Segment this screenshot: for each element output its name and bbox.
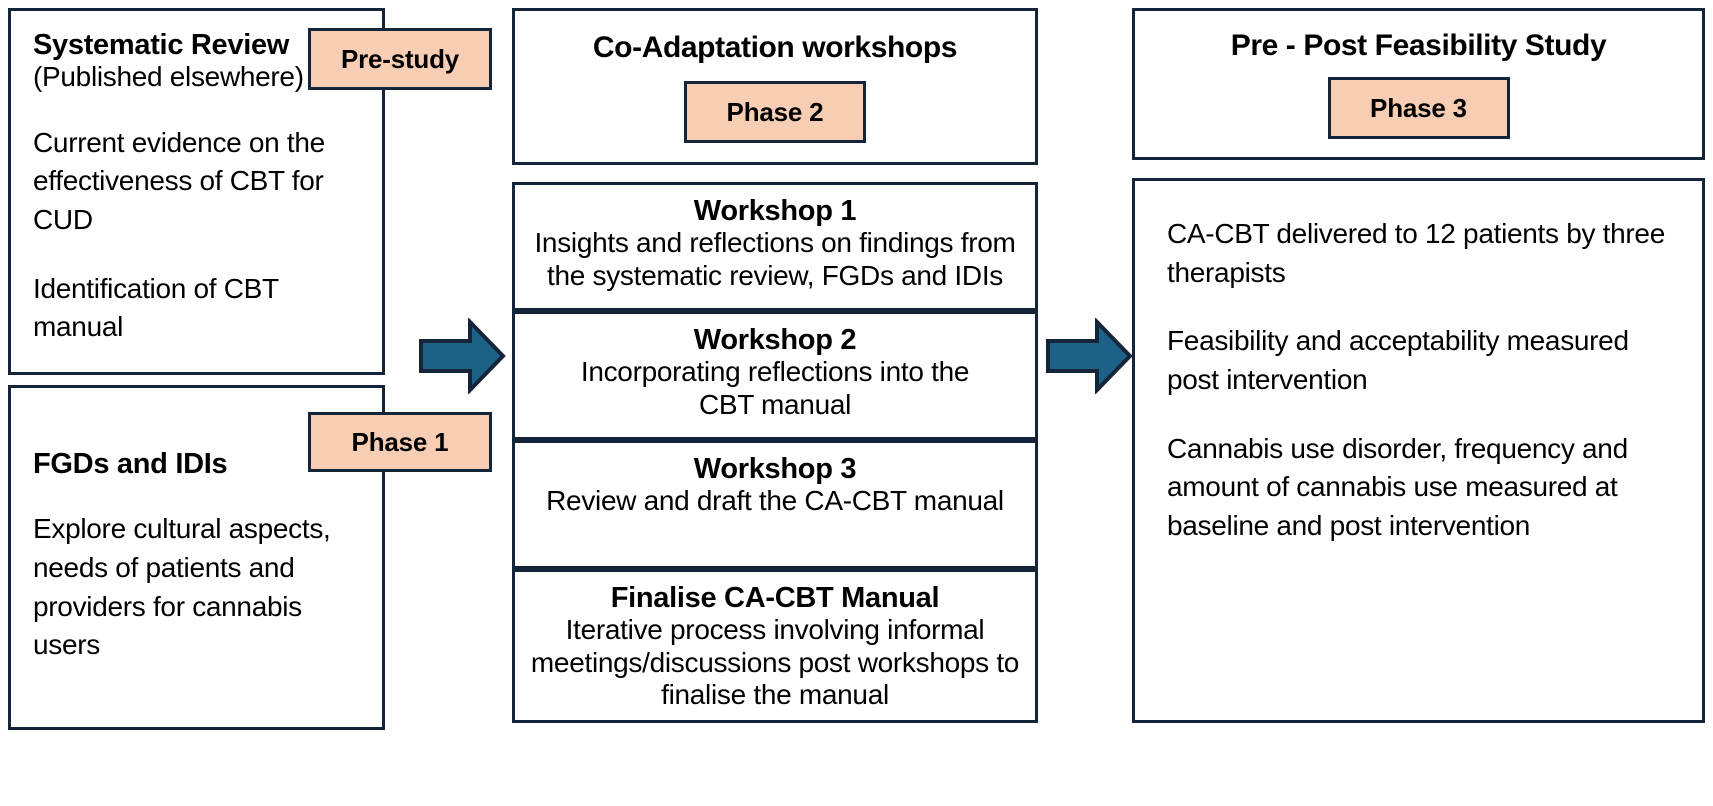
feasibility-paragraph-3: Cannabis use disorder, frequency and amo… <box>1167 432 1628 541</box>
box-workshop-2: Workshop 2 Incorporating reflections int… <box>512 311 1038 440</box>
co-adaptation-title: Co-Adaptation workshops <box>592 31 958 64</box>
finalise-manual-title: Finalise CA-CBT Manual <box>610 582 940 614</box>
badge-phase-3[interactable]: Phase 3 <box>1327 77 1510 139</box>
arrow-middle-to-right <box>1046 318 1133 394</box>
systematic-review-paragraph-1: Current evidence on the effectiveness of… <box>33 126 325 235</box>
box-finalise-manual: Finalise CA-CBT Manual Iterative process… <box>512 569 1038 723</box>
workshop-1-description: Insights and reflections on findings fro… <box>534 227 1016 291</box>
workshop-3-title: Workshop 3 <box>693 453 857 485</box>
feasibility-paragraph-2: Feasibility and acceptability measured p… <box>1167 325 1629 395</box>
systematic-review-paragraph-2: Identification of CBT manual <box>33 272 279 343</box>
badge-pre-study[interactable]: Pre-study <box>308 28 492 90</box>
box-co-adaptation-header: Co-Adaptation workshops Phase 2 <box>512 8 1038 165</box>
feasibility-title: Pre - Post Feasibility Study <box>1230 29 1607 62</box>
spacer <box>1167 400 1682 430</box>
workshop-3-description: Review and draft the CA-CBT manual <box>546 485 1004 517</box>
badge-phase-2[interactable]: Phase 2 <box>684 81 866 143</box>
spacer <box>33 480 362 510</box>
box-workshop-3: Workshop 3 Review and draft the CA-CBT m… <box>512 440 1038 569</box>
fgds-idis-title: FGDs and IDIs <box>33 448 228 480</box>
workshop-1-title: Workshop 1 <box>693 195 857 227</box>
box-feasibility-header: Pre - Post Feasibility Study Phase 3 <box>1132 8 1705 160</box>
box-workshop-1: Workshop 1 Insights and reflections on f… <box>512 182 1038 311</box>
spacer <box>33 240 362 270</box>
systematic-review-title: Systematic Review <box>33 29 290 61</box>
fgds-idis-paragraph-1: Explore cultural aspects, needs of patie… <box>33 513 331 661</box>
spacer <box>1167 292 1682 322</box>
workshop-2-title: Workshop 2 <box>693 324 857 356</box>
feasibility-paragraph-1: CA-CBT delivered to 12 patients by three… <box>1167 218 1665 288</box>
box-feasibility-content: CA-CBT delivered to 12 patients by three… <box>1132 178 1705 723</box>
workshop-2-description: Incorporating reflections into the CBT m… <box>580 356 970 420</box>
systematic-review-subtitle: (Published elsewhere) <box>33 61 304 93</box>
spacer <box>33 94 362 124</box>
arrow-left-to-middle <box>419 318 506 394</box>
finalise-manual-description: Iterative process involving informal mee… <box>530 614 1020 710</box>
badge-phase-1[interactable]: Phase 1 <box>308 412 492 472</box>
